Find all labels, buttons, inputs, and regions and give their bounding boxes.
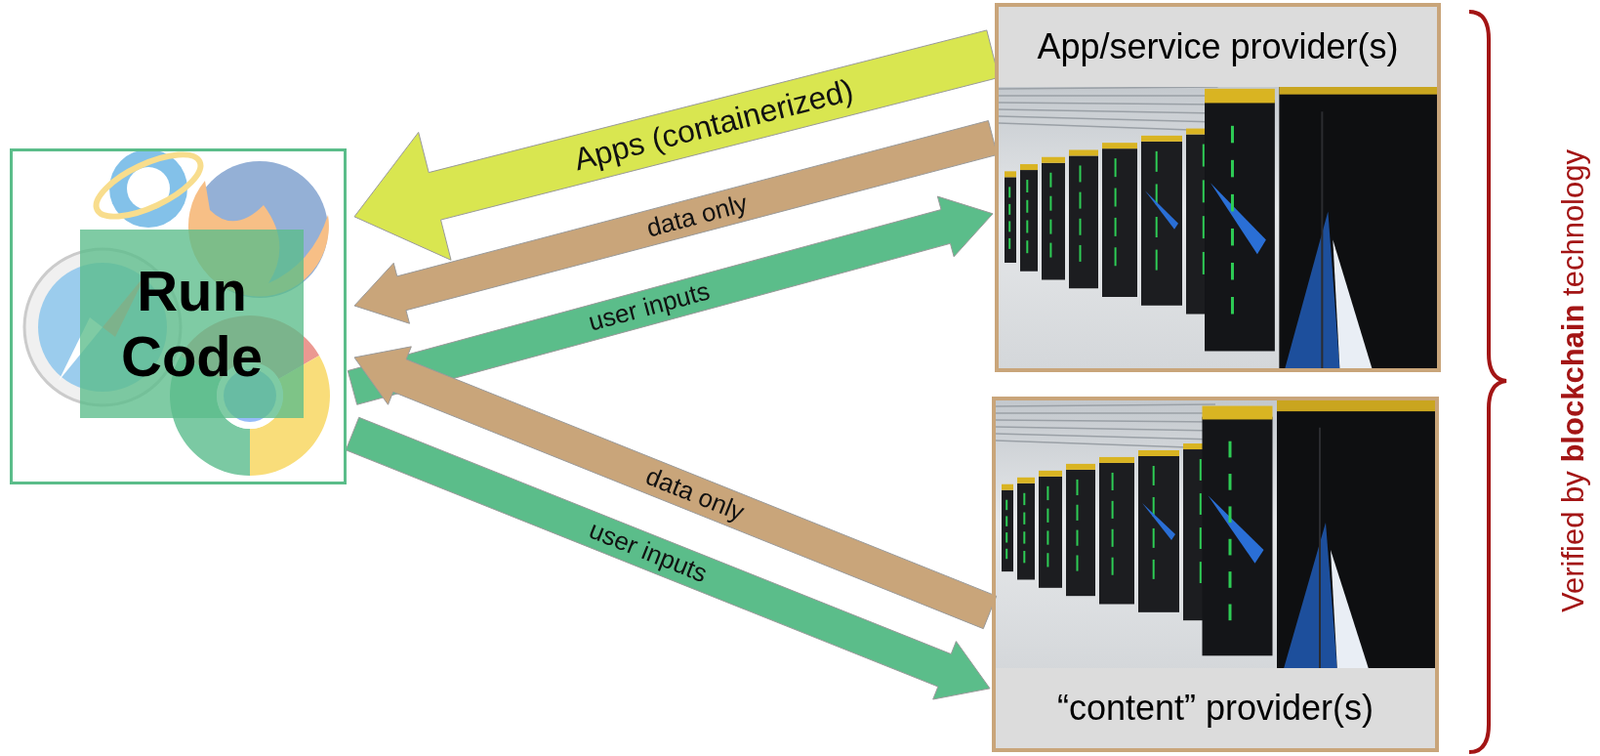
note-text: Verified by xyxy=(1556,470,1592,613)
verification-note: Verified by blockchain technology xyxy=(1556,149,1592,613)
note-text: blockchain xyxy=(1556,304,1592,463)
arrow-label: data only xyxy=(641,460,748,528)
block-arrow xyxy=(347,196,993,405)
curly-brace xyxy=(1469,11,1507,752)
arrow-label: user inputs xyxy=(584,514,712,589)
provider-box: “content” provider(s) xyxy=(991,396,1439,752)
note-text: technology xyxy=(1556,149,1592,296)
provider-box: App/service provider(s) xyxy=(994,2,1441,372)
browser-icons xyxy=(24,142,330,476)
block-arrow xyxy=(345,416,990,699)
provider-title: App/service provider(s) xyxy=(998,6,1437,87)
node-title: Run Code xyxy=(80,229,304,418)
arrow-label: user inputs xyxy=(584,276,713,338)
supercomputer-photo xyxy=(995,400,1436,672)
compute-box: Run Code xyxy=(9,148,347,485)
arrow-label: data only xyxy=(643,187,751,244)
provider-title: “content” provider(s) xyxy=(995,667,1436,748)
supercomputer-photo xyxy=(998,82,1437,369)
arrow-label: Apps (containerized) xyxy=(570,72,858,178)
